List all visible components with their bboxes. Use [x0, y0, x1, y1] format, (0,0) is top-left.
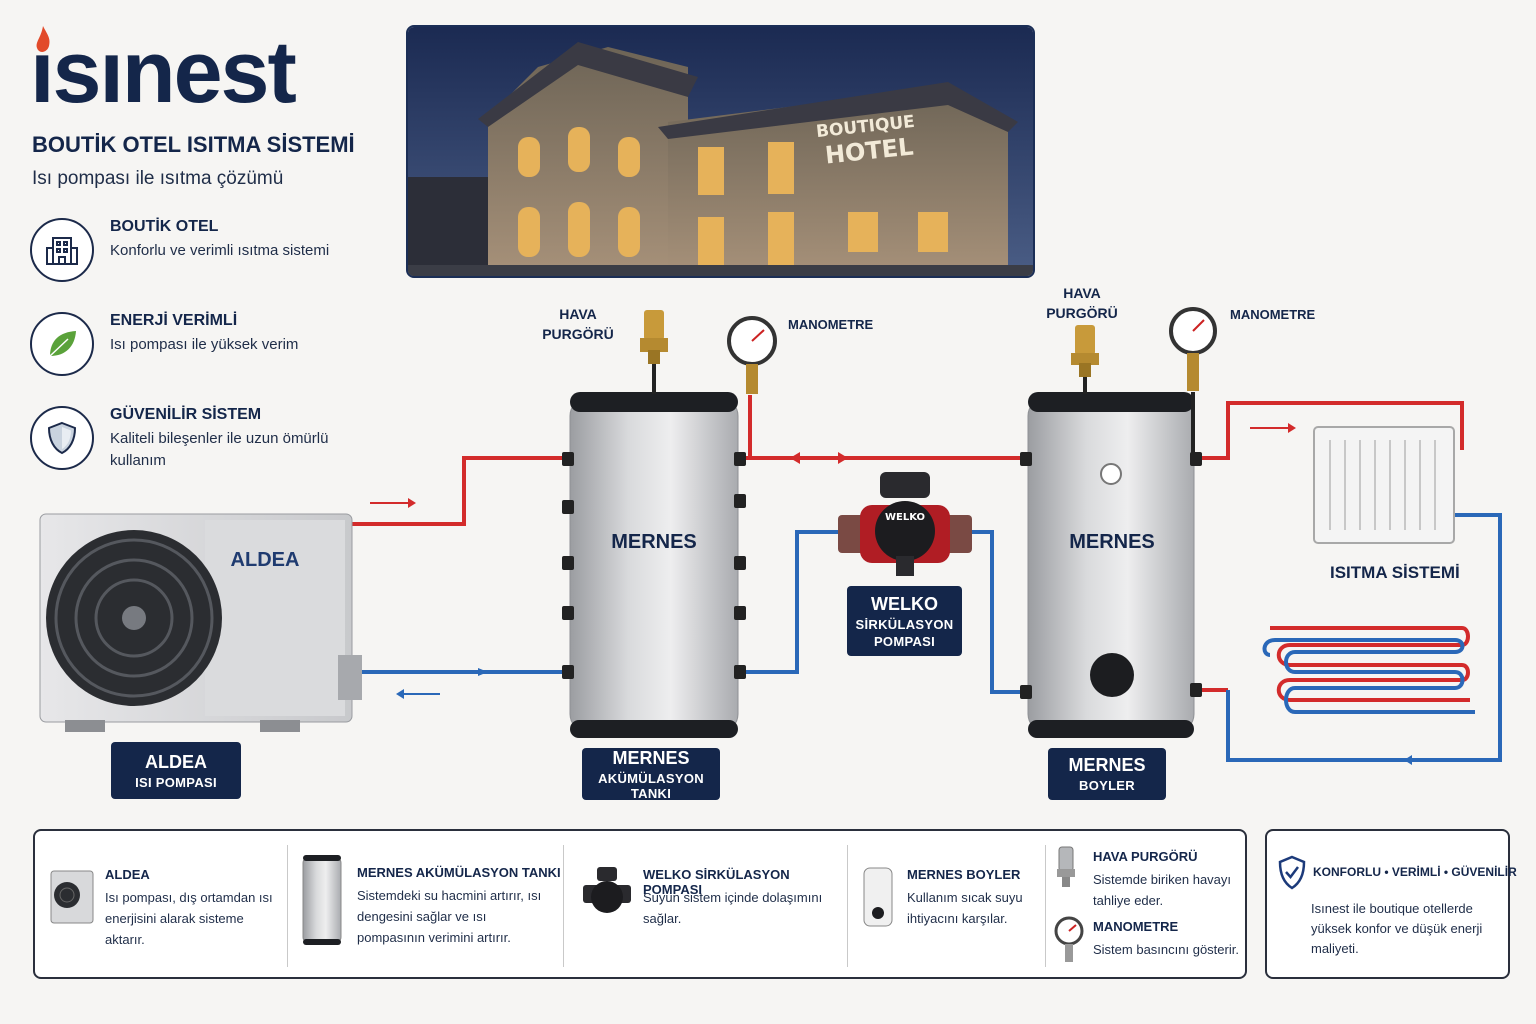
air-vent-icon	[1071, 325, 1099, 377]
feature-title: BOUTİK OTEL	[110, 218, 219, 235]
heat-pump-icon	[50, 870, 94, 924]
circulation-pump-label: WELKO SİRKÜLASYON POMPASI	[847, 586, 962, 656]
buffer-tank-icon	[302, 855, 342, 945]
manometer-icon	[1169, 307, 1217, 391]
manometer-icon	[1054, 916, 1084, 962]
heating-system-label: ISITMA SİSTEMİ	[1330, 563, 1460, 582]
legend-divider	[847, 845, 848, 967]
air-vent-icon	[640, 310, 668, 364]
air-vent-label-2: HAVA PURGÖRÜ	[1046, 285, 1118, 321]
legend-divider	[287, 845, 288, 967]
legend-item-manometer: MANOMETRE Sistem basıncını gösterir.	[1053, 909, 1243, 969]
legend-item-air-vent: HAVA PURGÖRÜ Sistemde biriken havayı tah…	[1053, 845, 1243, 967]
legend-item-buffer-tank: MERNES AKÜMÜLASYON TANKI Sistemdeki su h…	[299, 845, 563, 967]
manometer-label-1: MANOMETRE	[788, 317, 874, 332]
hotel-photo: BOUTIQUE HOTEL	[406, 25, 1035, 278]
pump-body-text: WELKO	[885, 512, 925, 523]
buffer-tank	[562, 360, 746, 738]
page-subtitle: Isı pompası ile ısıtma çözümü	[32, 168, 284, 189]
feature-title: ENERJİ VERİMLİ	[110, 312, 238, 329]
component-legend: ALDEA Isı pompası, dış ortamdan ısı ener…	[33, 829, 1247, 979]
radiator-icon	[1313, 426, 1455, 544]
flame-icon	[33, 26, 53, 61]
boiler-label: MERNES BOYLER	[1048, 748, 1166, 800]
circulation-pump-icon	[583, 867, 631, 913]
air-vent-label-1: HAVA PURGÖRÜ	[542, 306, 614, 342]
boiler-tank-text: MERNES	[1069, 531, 1155, 553]
legend-item-circulation-pump: WELKO SİRKÜLASYON POMPASI Suyun sistem i…	[581, 845, 847, 967]
heat-pump-unit-text: ALDEA	[231, 549, 300, 571]
feature-text: Konforlu ve verimli ısıtma sistemi	[110, 242, 330, 259]
buffer-tank-text: MERNES	[611, 531, 697, 553]
legend-item-boiler: MERNES BOYLER Kullanım sıcak suyu ihtiya…	[861, 845, 1047, 967]
hotel-building-icon	[30, 218, 94, 282]
heat-pump-unit	[39, 513, 362, 732]
leaf-icon	[30, 312, 94, 376]
feature-text: Isı pompası ile yüksek verim	[110, 336, 299, 353]
manometer-icon	[727, 316, 777, 394]
legend-divider	[1045, 845, 1046, 967]
feature-boutique-hotel: BOUTİK OTEL Konforlu ve verimli ısıtma s…	[30, 218, 360, 288]
flow-arrows	[370, 423, 1450, 765]
buffer-tank-label: MERNES AKÜMÜLASYON TANKI	[582, 748, 720, 801]
summary-text: Isınest ile boutique otellerde yüksek ko…	[1311, 901, 1483, 956]
hot-pipes	[352, 395, 1470, 702]
boiler-icon	[863, 867, 893, 927]
page-title: BOUTİK OTEL ISITMA SİSTEMİ	[32, 132, 355, 157]
feature-text: Kaliteli bileşenler ile uzun ömürlü kull…	[110, 430, 329, 469]
shield-check-icon	[1278, 855, 1306, 890]
feature-reliable-system: GÜVENİLİR SİSTEM Kaliteli bileşenler ile…	[30, 406, 360, 476]
summary-box: KONFORLU • VERİMLİ • GÜVENİLİR Isınest i…	[1265, 829, 1517, 979]
heat-pump-label: ALDEA ISI POMPASI	[111, 742, 241, 799]
shield-icon	[30, 406, 94, 470]
legend-item-aldea: ALDEA Isı pompası, dış ortamdan ısı ener…	[49, 845, 285, 967]
feature-energy-efficient: ENERJİ VERİMLİ Isı pompası ile yüksek ve…	[30, 312, 360, 382]
cold-pipes	[352, 513, 1502, 762]
circulation-pump: WELKO	[838, 472, 972, 576]
brand-logo: ısınest	[30, 22, 297, 121]
boiler-tank	[1020, 365, 1202, 738]
feature-title: GÜVENİLİR SİSTEM	[110, 406, 262, 423]
summary-title: KONFORLU • VERİMLİ • GÜVENİLİR	[1313, 865, 1517, 879]
legend-divider	[563, 845, 564, 967]
manometer-label-2: MANOMETRE	[1230, 307, 1316, 322]
air-vent-icon	[1057, 846, 1075, 887]
